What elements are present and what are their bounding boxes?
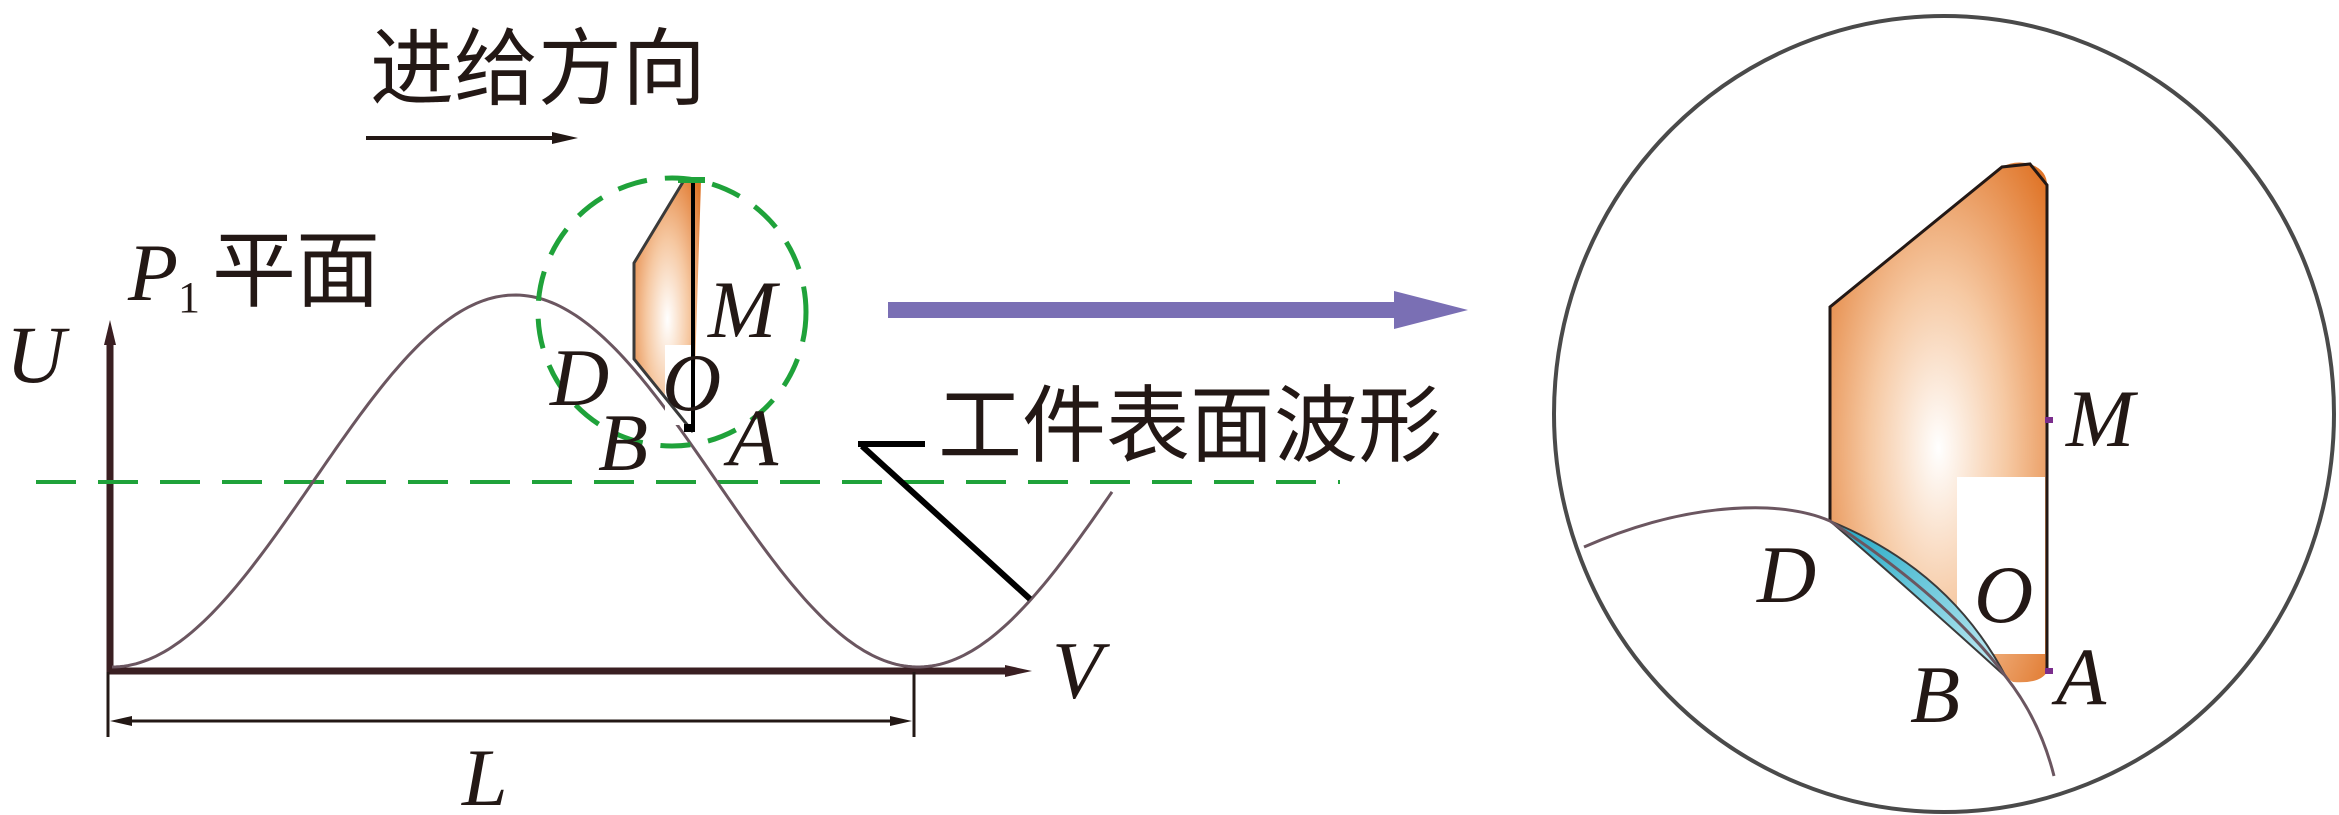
plane-label: P 1 平面 [127,222,380,322]
waveform-leader-line [858,441,1033,602]
magnify-arrow [888,291,1468,329]
axis-v [107,665,1032,677]
magnified-point-m-label: M [2065,373,2139,464]
magnified-point-a-label: A [2051,631,2107,722]
feed-direction-arrow [366,132,578,144]
feed-direction-label: 进给方向 [370,20,706,118]
tool-small [632,177,705,433]
left-panel: 进给方向 P 1 平面 U V L [6,20,1442,815]
length-label: L [461,732,508,815]
magnified-surface-curve [1583,506,2056,777]
axis-v-label: V [1052,625,1110,716]
surface-waveform-curve [111,293,1114,669]
tool-large [1828,162,2053,683]
magnified-point-o-label: O [1974,549,2033,640]
point-b-label: B [598,397,648,488]
magnify-region-circle [535,175,809,449]
plane-label-text: 平面 [212,222,380,320]
point-m-label: M [707,264,781,355]
right-panel-magnified: M D O B A [1552,14,2336,814]
surface-waveform-label: 工件表面波形 [938,377,1442,475]
point-a-label: A [723,392,779,483]
point-o-label: O [662,337,721,428]
magnified-point-d-label: D [1756,529,1816,620]
axis-u-label: U [6,309,70,400]
magnified-point-b-label: B [1910,649,1960,740]
axis-u [104,320,116,674]
magnified-view-circle [1552,14,2336,814]
length-dimension [106,672,916,737]
plane-label-subscript: 1 [178,273,200,322]
plane-label-letter: P [127,227,178,318]
point-d-label: D [549,332,609,423]
